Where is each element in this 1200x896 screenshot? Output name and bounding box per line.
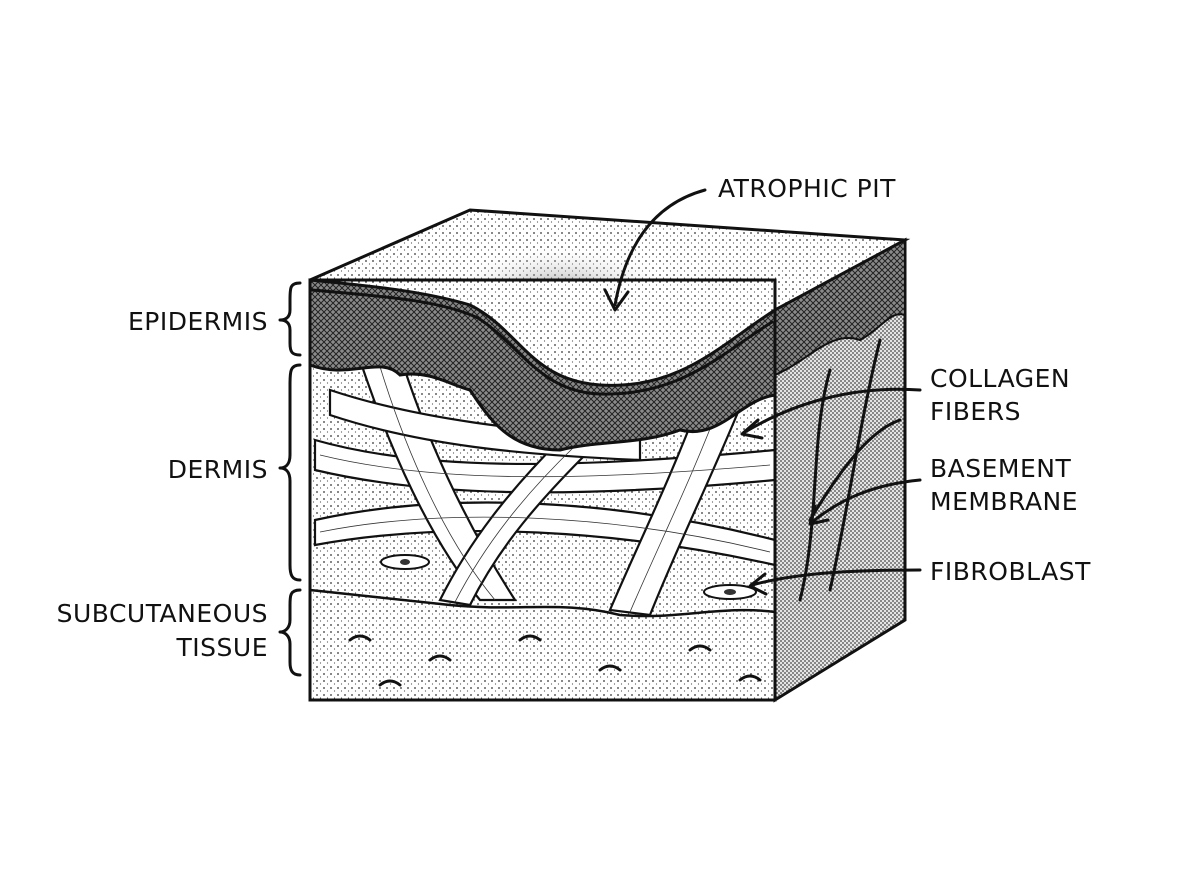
block-side-face (773, 237, 907, 703)
subcutaneous-layer (308, 588, 777, 702)
subcutaneous-brace (278, 588, 302, 677)
callout-arrows (603, 188, 922, 596)
epidermis-layer (308, 278, 777, 452)
epidermis-brace (278, 281, 302, 357)
label-fibroblast: FIBROBLAST (930, 557, 1091, 586)
fibroblast-arrow (748, 568, 922, 596)
label-basement-line1: BASEMENT (930, 454, 1071, 483)
fibroblast-cell (380, 554, 757, 600)
label-epidermis: EPIDERMIS (128, 307, 268, 336)
label-basement-line2: MEMBRANE (930, 487, 1078, 516)
label-subcutaneous-line2: TISSUE (176, 633, 268, 662)
layer-braces (278, 281, 302, 677)
basement-membrane-arrow (808, 478, 922, 526)
atrophic-pit-arrow (603, 188, 707, 312)
label-atrophic-pit: ATROPHIC PIT (718, 174, 896, 203)
label-dermis: DERMIS (168, 455, 268, 484)
collagen-arrow (740, 387, 922, 440)
dermis-brace (278, 363, 302, 582)
block-front-outline (308, 278, 777, 702)
label-collagen-line2: FIBERS (930, 397, 1021, 426)
label-subcutaneous-line1: SUBCUTANEOUS (57, 599, 268, 628)
label-collagen-line1: COLLAGEN (930, 364, 1070, 393)
